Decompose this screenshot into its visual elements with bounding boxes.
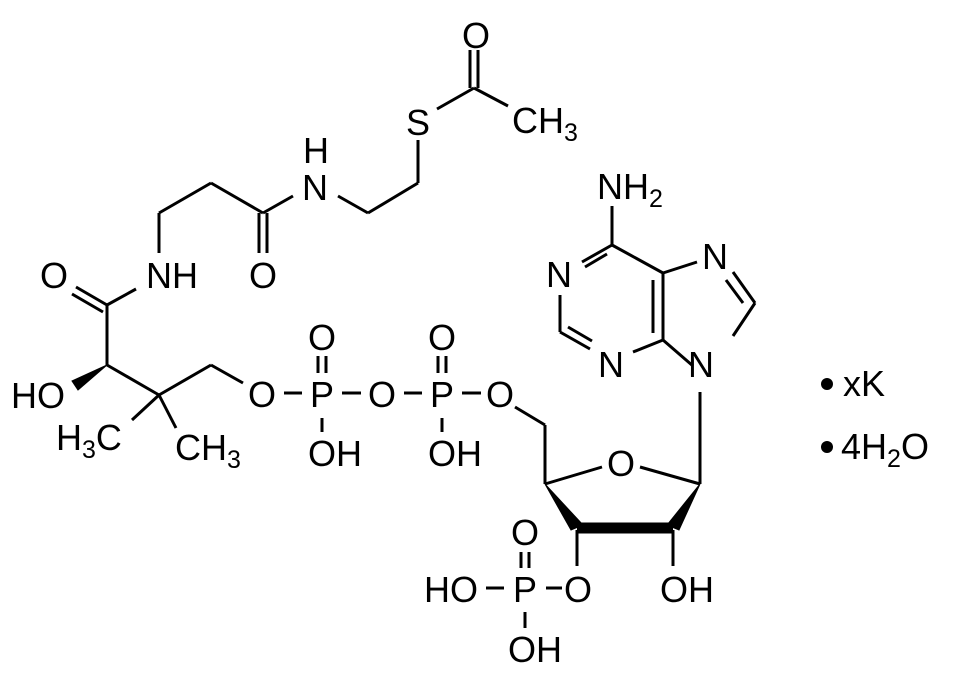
salt-annotations: xK 4H2O: [821, 363, 929, 473]
atom-CH3-acetyl: CH3: [512, 100, 578, 147]
atom-N1: N: [546, 254, 572, 295]
atom-O-C3: O: [564, 569, 592, 610]
atom-N7: N: [702, 236, 728, 277]
atom-O-bridge: O: [368, 374, 396, 415]
atom-CH3-pantoate: CH3: [175, 427, 241, 474]
atom-NH-amide1: NH: [146, 255, 198, 296]
annotation-hydrate: 4H2O: [841, 426, 929, 473]
atom-N9: N: [688, 344, 714, 385]
atom-P2: P: [430, 374, 454, 415]
atom-P1: P: [310, 374, 334, 415]
atom-O-link1: O: [248, 374, 276, 415]
atom-HO-pantoate: HO: [11, 375, 65, 416]
atom-P3-OH: OH: [508, 629, 562, 670]
atom-P2-OH: OH: [428, 433, 482, 474]
bullet-icon: [821, 378, 833, 390]
atom-O-ring: O: [607, 443, 635, 484]
stereo-bonds: [71, 364, 701, 534]
atom-N-amide2: N: [302, 167, 328, 208]
atom-P1-OH: OH: [308, 433, 362, 474]
atom-O-amide2: O: [249, 255, 277, 296]
atom-P1-oxo: O: [308, 317, 336, 358]
atom-H3C: H3C: [56, 417, 122, 464]
atom-OH-C2: OH: [660, 569, 714, 610]
atom-N3: N: [598, 344, 624, 385]
atom-O-thioester: O: [462, 15, 490, 56]
atom-P3-HO: HO: [424, 569, 478, 610]
atom-O-amide1: O: [40, 255, 68, 296]
bonds: [71, 50, 757, 628]
atom-P3-oxo: O: [511, 512, 539, 553]
atom-H-amide2: H: [303, 130, 329, 171]
atom-P3: P: [513, 569, 537, 610]
atom-NH2: NH2: [597, 166, 663, 213]
annotation-potassium: xK: [843, 363, 885, 404]
atom-P2-oxo: O: [428, 317, 456, 358]
bullet-icon: [821, 441, 833, 453]
atom-labels: O CH3 S H N O NH O HO H3C CH3 O P O OH O…: [11, 15, 728, 670]
atom-O-link2: O: [486, 374, 514, 415]
atom-S: S: [406, 102, 430, 143]
